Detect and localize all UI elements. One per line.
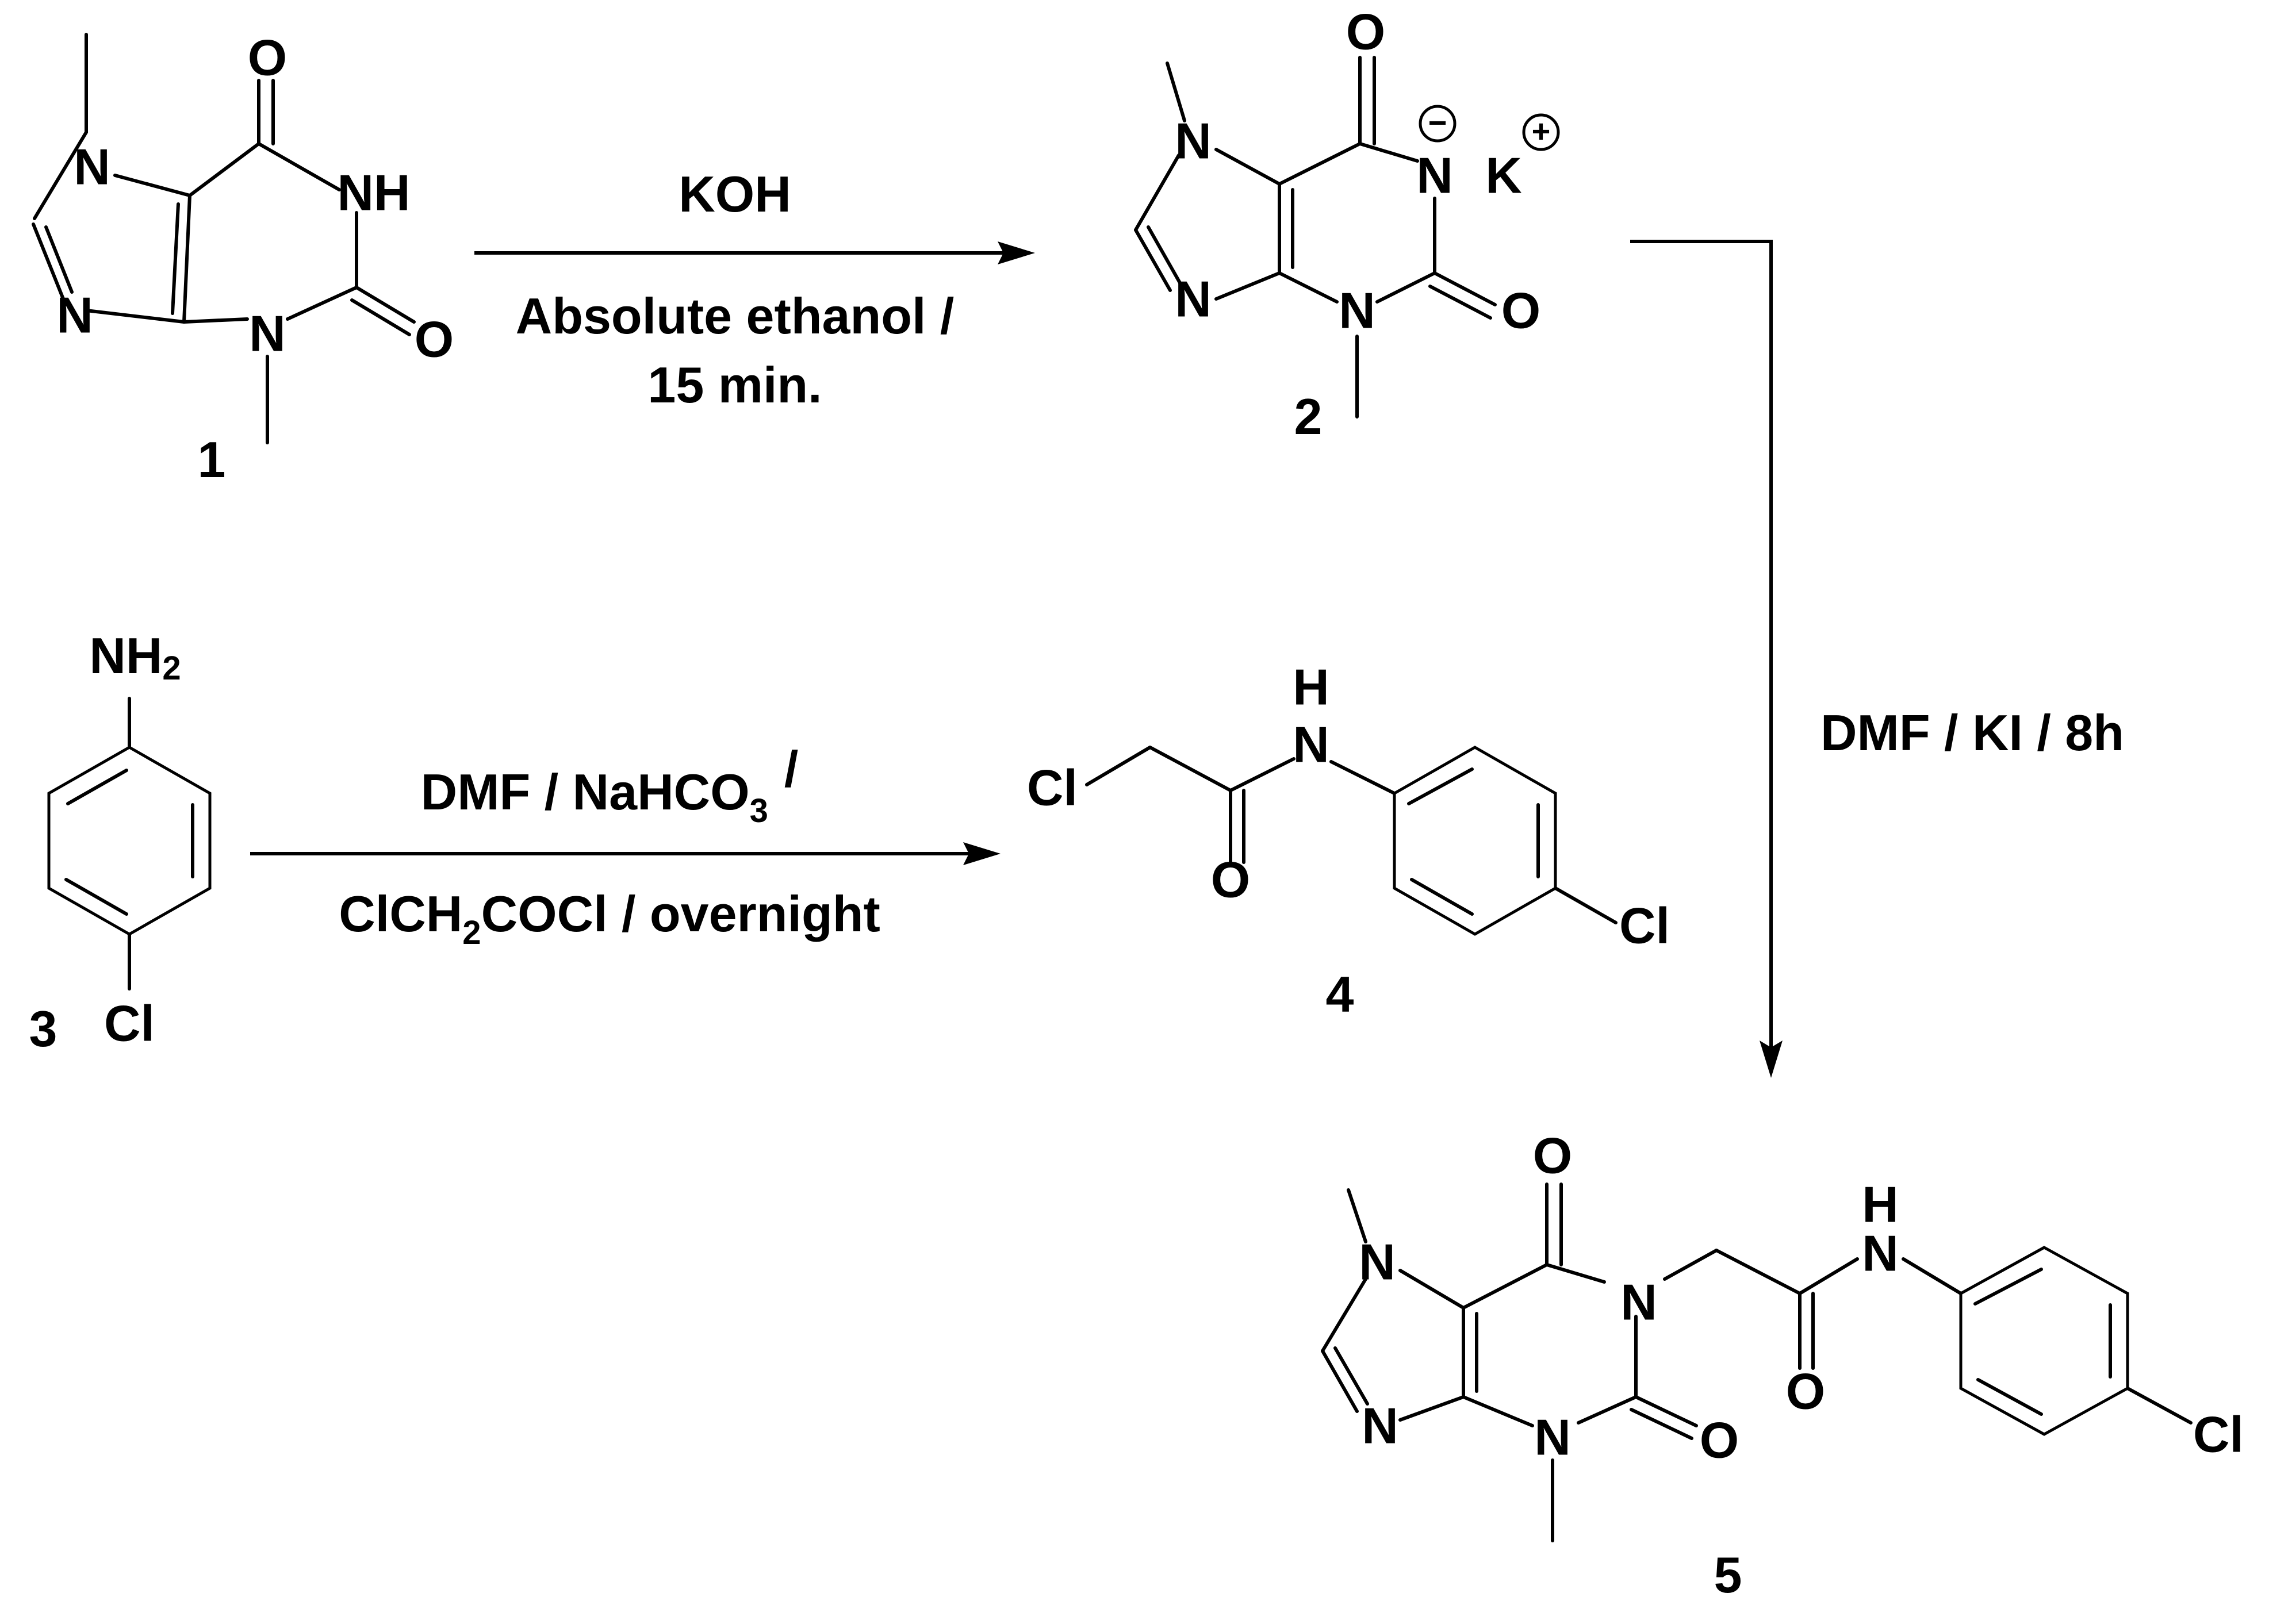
compound-3-cl: Cl <box>104 995 155 1052</box>
compound-2-n3: N <box>1339 282 1375 339</box>
reaction-2-line-1: DMF / NaHCO3/ <box>421 740 799 830</box>
compound-3-number: 3 <box>29 1000 58 1057</box>
compound-2-number: 2 <box>1294 388 1323 445</box>
compound-4-cl-left: Cl <box>1027 759 1078 816</box>
reaction-2-line-2: ClCH2COCl / overnight <box>339 885 880 951</box>
compound-1-n7: N <box>74 139 110 195</box>
compound-1-nh: NH <box>337 164 410 221</box>
compound-4-h: H <box>1293 659 1329 716</box>
reaction-arrow-2 <box>250 842 1001 865</box>
compound-1-n9: N <box>56 287 93 344</box>
compound-2-n9: N <box>1175 271 1212 328</box>
compound-2-n-anion: N <box>1416 147 1453 204</box>
compound-2-o-top: O <box>1346 3 1385 60</box>
compound-4-number: 4 <box>1326 966 1354 1023</box>
compound-2-o-right: O <box>1501 282 1540 339</box>
compound-5-structure <box>1321 1183 2193 1542</box>
compound-4-n: N <box>1293 716 1329 773</box>
compound-5-n7: N <box>1359 1234 1396 1291</box>
reaction-arrow-3 <box>1630 240 1783 1078</box>
compound-2-structure <box>1134 56 1497 419</box>
compound-5-o-c2: O <box>1700 1412 1739 1469</box>
compound-5-cl: Cl <box>2193 1406 2244 1463</box>
compound-5-n3: N <box>1534 1409 1571 1466</box>
compound-2-plus: + <box>1532 113 1551 149</box>
compound-5-number: 5 <box>1714 1546 1742 1603</box>
compound-2-minus: − <box>1428 105 1447 141</box>
compound-4-o: O <box>1211 851 1250 908</box>
compound-3-nh2: NH2 <box>89 627 181 687</box>
compound-4-cl-right: Cl <box>1619 897 1670 954</box>
compound-4-structure <box>1085 746 1618 936</box>
compound-5-nh: N <box>1862 1225 1899 1282</box>
compound-1-n3: N <box>249 305 286 362</box>
compound-5-o-amide: O <box>1786 1363 1825 1420</box>
compound-1-o-top: O <box>248 29 287 86</box>
minus-charge-icon <box>1419 105 1457 143</box>
compound-5-n1: N <box>1620 1274 1657 1331</box>
compound-5-n9: N <box>1362 1398 1398 1454</box>
reaction-1-reagent: KOH <box>679 166 791 222</box>
compound-2-potassium: K <box>1485 147 1522 204</box>
reaction-arrow-1 <box>474 241 1035 264</box>
compound-1-number: 1 <box>198 431 226 488</box>
reaction-1-time: 15 min. <box>647 356 822 413</box>
compound-1-o-right: O <box>415 311 454 368</box>
compound-1-structure <box>32 33 416 444</box>
compound-3-structure <box>47 697 212 990</box>
reaction-1-solvent: Absolute ethanol / <box>516 287 955 344</box>
reaction-3-conditions: DMF / KI / 8h <box>1820 704 2124 761</box>
compound-5-h: H <box>1862 1176 1899 1233</box>
plus-charge-icon <box>1522 113 1560 151</box>
compound-2-n7: N <box>1175 113 1212 170</box>
compound-5-o-top: O <box>1533 1127 1572 1184</box>
